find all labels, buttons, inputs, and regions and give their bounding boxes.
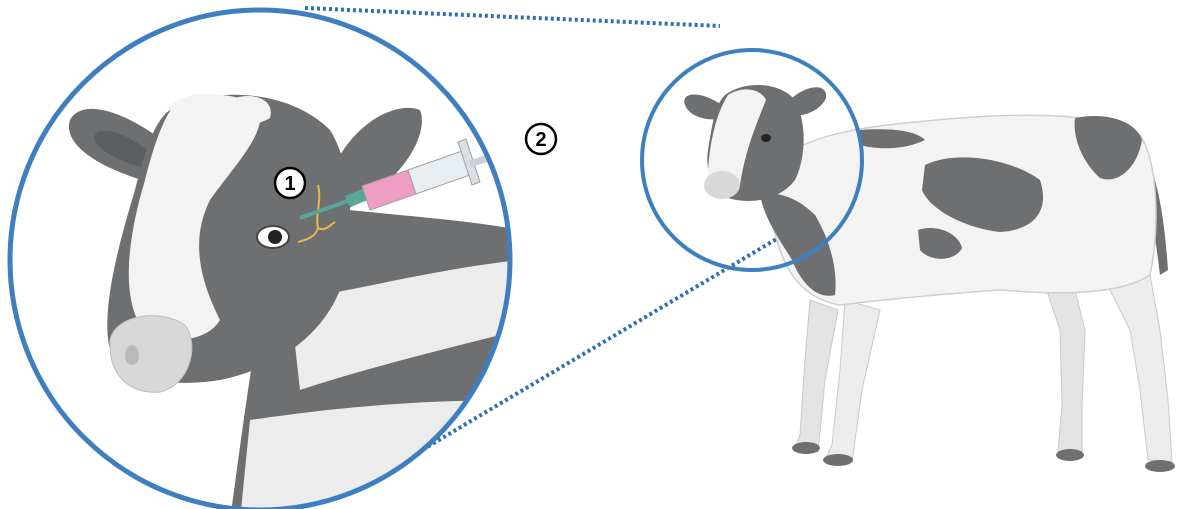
calf-front-leg-far (795, 300, 838, 452)
magnified-pupil (268, 230, 282, 244)
hoof (1056, 449, 1084, 461)
calf-hind-leg-near (1100, 270, 1172, 462)
calf-hind-leg-far (1045, 285, 1085, 455)
marker-1: 1 (275, 168, 305, 198)
hoof (823, 454, 853, 466)
magnified-neck-white-lower (240, 400, 520, 509)
marker-2-label: 2 (535, 129, 546, 151)
connector-top (305, 8, 720, 26)
calf-illustration (684, 85, 1175, 472)
marker-1-label: 1 (284, 173, 295, 195)
calf-eye (761, 134, 771, 142)
magnified-nostril (125, 345, 139, 365)
marker-2: 2 (526, 124, 556, 154)
hoof (1145, 460, 1175, 472)
hoof (792, 442, 820, 454)
calf-muzzle (704, 171, 740, 199)
